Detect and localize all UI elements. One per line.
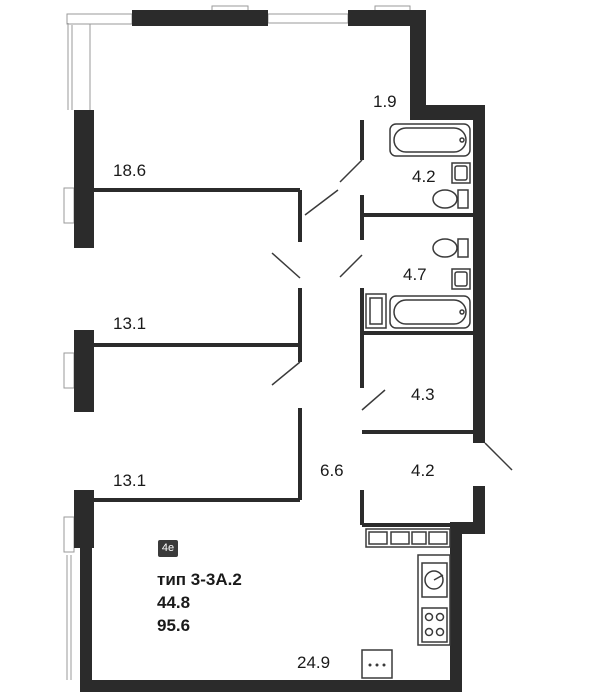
kitchen-sink-icon [421, 562, 448, 598]
sink-icon [451, 268, 471, 290]
total-area: 95.6 [157, 616, 191, 635]
entry-panel [361, 649, 393, 679]
room-area-bedroom-2: 13.1 [113, 314, 146, 333]
room-area-hallway: 6.6 [320, 461, 344, 480]
room-area-bedroom-1: 18.6 [113, 161, 146, 180]
kitchen-cabinets [365, 528, 451, 646]
door-swings [271, 159, 513, 471]
toilet-icon [432, 238, 469, 258]
bathtub-icon [389, 295, 471, 329]
bathtub-icon [389, 123, 471, 157]
stove-icon [421, 607, 448, 643]
room-area-bathroom-1: 4.2 [412, 167, 436, 186]
room-area-living-kitchen: 24.9 [297, 653, 330, 672]
washing-machine-icon [365, 293, 387, 329]
exterior-walls [74, 10, 485, 692]
toilet-icon [432, 189, 469, 209]
apartment-type: тип 3-3А.2 [157, 570, 242, 589]
room-area-storage: 4.3 [411, 385, 435, 404]
living-area: 44.8 [157, 593, 191, 612]
floor-badge: 4е [158, 540, 178, 557]
room-area-bathroom-2: 4.7 [403, 265, 427, 284]
sink-icon [451, 162, 471, 184]
interior-walls [94, 120, 473, 527]
room-area-bedroom-3: 13.1 [113, 471, 146, 490]
room-area-loggia: 1.9 [373, 92, 397, 111]
room-area-entry: 4.2 [411, 461, 435, 480]
